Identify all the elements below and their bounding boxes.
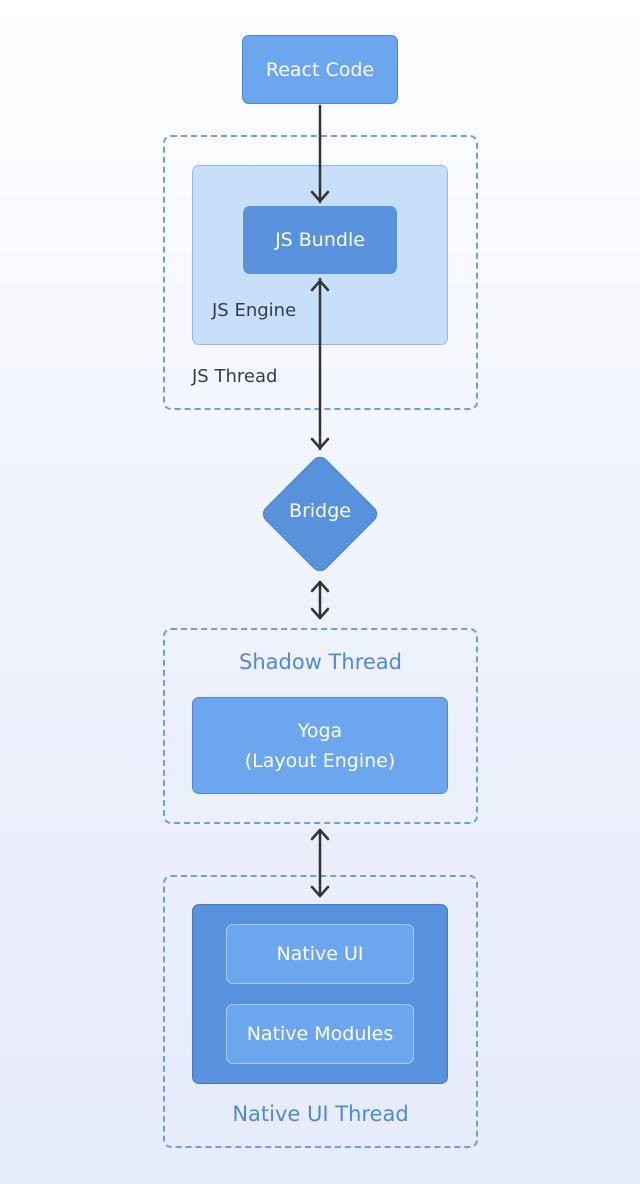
shadow-thread-title: Shadow Thread bbox=[239, 650, 402, 674]
arrowhead-shadow-in bbox=[310, 607, 330, 620]
native-ui-label: Native UI bbox=[276, 943, 364, 965]
yoga-node: Yoga (Layout Engine) bbox=[192, 697, 448, 794]
native-ui-thread-title: Native UI Thread bbox=[232, 1102, 409, 1126]
js-bundle-node: JS Bundle bbox=[243, 206, 397, 274]
yoga-label-line1: Yoga bbox=[297, 719, 343, 742]
arrowhead-bridge-up bbox=[310, 580, 330, 593]
shadow-thread-group bbox=[163, 628, 478, 824]
arrowhead-shadow-up bbox=[310, 828, 330, 841]
native-modules-node: Native Modules bbox=[226, 1004, 414, 1064]
yoga-label-line2: (Layout Engine) bbox=[244, 749, 396, 772]
bridge-label: Bridge bbox=[289, 500, 351, 522]
native-modules-label: Native Modules bbox=[246, 1023, 394, 1045]
native-ui-node: Native UI bbox=[226, 924, 414, 984]
js-thread-label: JS Thread bbox=[192, 366, 278, 387]
js-engine-label: JS Engine bbox=[212, 300, 297, 321]
arrowhead-bundle-in bbox=[310, 190, 330, 203]
js-bundle-label: JS Bundle bbox=[275, 229, 365, 251]
react-code-label: React Code bbox=[265, 58, 375, 81]
arrowhead-bundle-up bbox=[310, 279, 330, 292]
arrowhead-native-in bbox=[310, 885, 330, 898]
react-code-node: React Code bbox=[242, 35, 398, 104]
arrowhead-bridge-in bbox=[310, 437, 330, 450]
